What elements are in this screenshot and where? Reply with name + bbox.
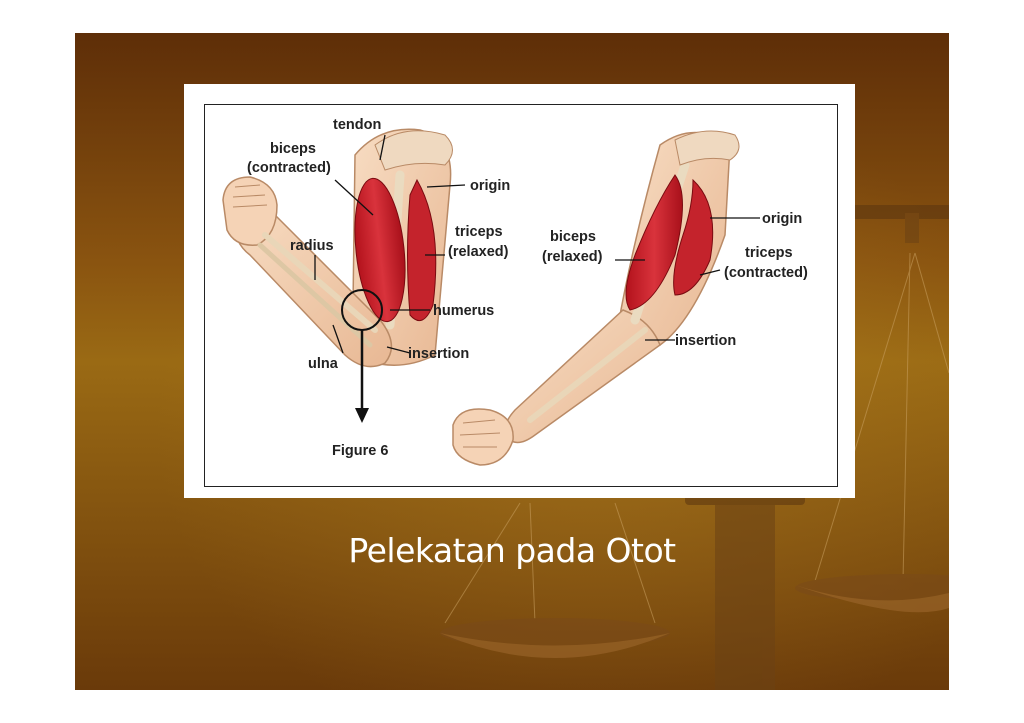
label-triceps-relaxed: (relaxed)	[448, 244, 509, 260]
label-humerus: humerus	[433, 303, 494, 319]
label-insertion-left: insertion	[408, 346, 469, 362]
balance-scale-icon	[440, 205, 949, 690]
figure-panel: tendon biceps (contracted) origin tricep…	[184, 84, 855, 498]
label-biceps-left: biceps	[270, 141, 316, 157]
arm-muscle-diagram: tendon biceps (contracted) origin tricep…	[222, 117, 808, 466]
slide-caption: Pelekatan pada Otot	[348, 531, 676, 570]
label-insertion-right: insertion	[675, 333, 736, 349]
label-figure-6: Figure 6	[332, 443, 388, 459]
label-tendon: tendon	[333, 117, 381, 133]
figure-frame: tendon biceps (contracted) origin tricep…	[204, 104, 838, 487]
label-triceps-contracted: (contracted)	[724, 265, 808, 281]
label-triceps-left: triceps	[455, 224, 503, 240]
label-biceps-right: biceps	[550, 229, 596, 245]
right-leader-lines	[615, 217, 760, 341]
label-biceps-contracted: (contracted)	[247, 160, 331, 176]
label-biceps-relaxed: (relaxed)	[542, 249, 603, 265]
left-leader-lines	[314, 134, 466, 354]
slide-background: tendon biceps (contracted) origin tricep…	[75, 33, 949, 690]
label-radius: radius	[290, 238, 334, 254]
left-arm-illustration	[222, 128, 453, 423]
label-origin-right: origin	[762, 211, 802, 227]
label-triceps-right: triceps	[745, 245, 793, 261]
label-ulna: ulna	[308, 356, 339, 372]
right-arm-illustration	[452, 130, 740, 466]
label-origin-left: origin	[470, 178, 510, 194]
